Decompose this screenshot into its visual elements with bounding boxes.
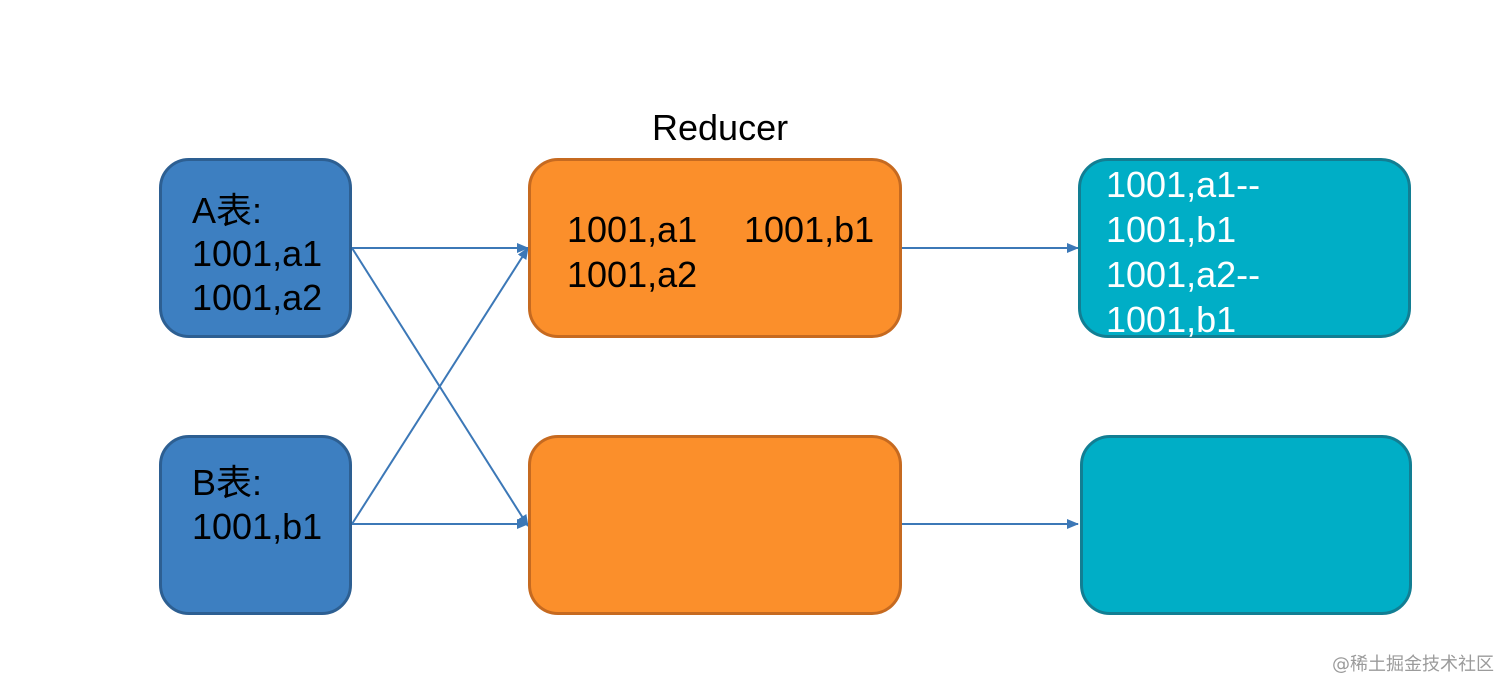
table-a-row-2: 1001,a2: [192, 277, 323, 318]
output-2-box: [1080, 435, 1412, 615]
reducer-1-left-row-2: 1001,a2: [567, 254, 698, 295]
reducer-1-right-row-1: 1001,b1: [744, 209, 875, 250]
table-b-label: B表:: [192, 462, 263, 503]
output-1-line-2: 1001,b1: [1106, 209, 1237, 250]
reducer-title: Reducer: [652, 107, 789, 148]
watermark: @稀土掘金技术社区: [1332, 654, 1494, 675]
output-1-line-4: 1001,b1: [1106, 299, 1237, 340]
table-a-box: A表: 1001,a1 1001,a2: [159, 158, 352, 338]
output-1-box: 1001,a1-- 1001,b1 1001,a2-- 1001,b1: [1078, 158, 1411, 340]
table-a-row-1: 1001,a1: [192, 233, 323, 274]
output-1-line-1: 1001,a1--: [1106, 164, 1261, 205]
reducer-1-left-row-1: 1001,a1: [567, 209, 698, 250]
reducer-1-box: 1001,a1 1001,a2 1001,b1: [528, 158, 902, 338]
output-1-line-3: 1001,a2--: [1106, 254, 1261, 295]
reducer-2-box: [528, 435, 902, 615]
table-b-row-1: 1001,b1: [192, 506, 323, 547]
table-a-label: A表:: [192, 190, 263, 231]
arrow-b-to-reducer-1: [351, 247, 529, 525]
table-b-box: B表: 1001,b1: [159, 435, 352, 615]
